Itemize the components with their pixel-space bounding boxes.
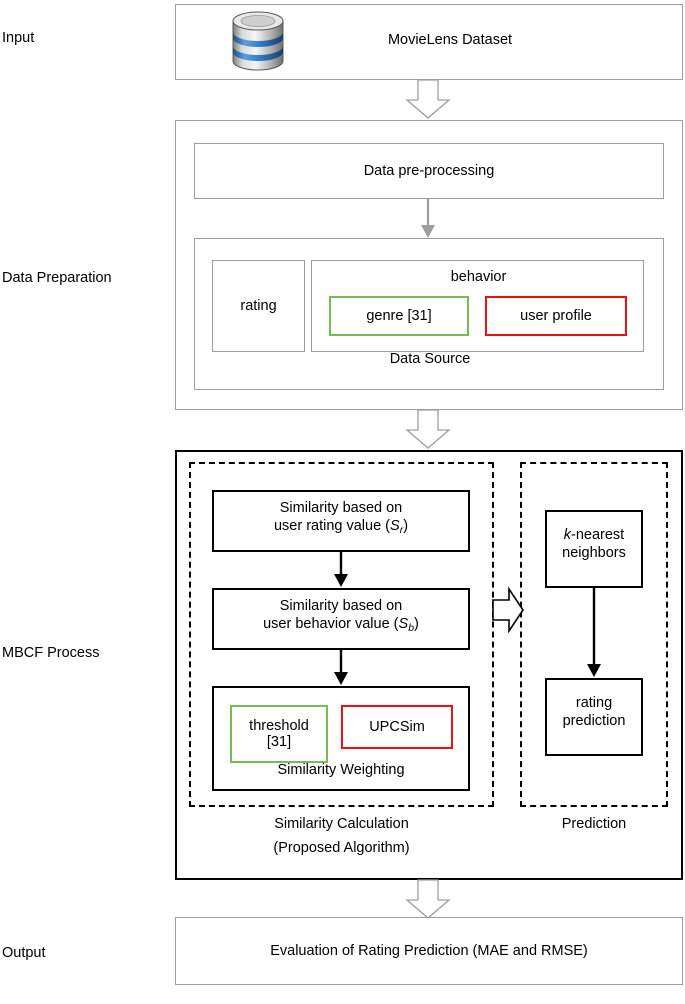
data-source-label: Data Source [389, 351, 471, 367]
data-preprocessing-box: Data pre-processing [194, 143, 664, 199]
genre-box: genre [31] [329, 296, 469, 336]
arrow-preparation-to-mbcf [404, 409, 452, 450]
row-label-input: Input [2, 30, 35, 46]
arrow-knn-to-rating-prediction [585, 588, 603, 678]
similarity-rating-line2: user rating value (Sr) [214, 518, 468, 536]
threshold-label-line2: [31] [266, 734, 292, 750]
similarity-behavior-line2-post: ) [414, 616, 419, 632]
similarity-calculation-group [189, 462, 494, 807]
similarity-behavior-subscript: b [408, 621, 415, 634]
similarity-behavior-line1: Similarity based on [279, 598, 403, 614]
arrow-rating-to-behavior [332, 552, 350, 588]
behavior-label: behavior [450, 269, 507, 285]
similarity-rating-box: Similarity based on user rating value (S… [212, 490, 470, 552]
input-dataset-label: MovieLens Dataset [387, 32, 513, 48]
output-block: Evaluation of Rating Prediction (MAE and… [175, 917, 683, 985]
knn-box: k-nearest neighbors [545, 510, 643, 588]
similarity-weighting-label: Similarity Weighting [277, 762, 405, 778]
knn-line1-post: -nearest [571, 527, 625, 543]
row-label-output: Output [2, 945, 46, 961]
similarity-rating-subscript: r [399, 523, 404, 536]
arrow-similarity-to-prediction [492, 586, 525, 634]
threshold-box: threshold [31] [230, 705, 328, 763]
similarity-rating-line2-pre: user rating value ( [273, 518, 391, 534]
user-profile-label: user profile [520, 308, 592, 324]
rating-prediction-line1: rating [575, 695, 613, 711]
upcsim-label: UPCSim [369, 719, 425, 735]
database-cylinder-icon [228, 10, 288, 72]
similarity-rating-line1: Similarity based on [279, 500, 403, 516]
similarity-rating-symbol: S [390, 518, 400, 534]
similarity-rating-line2-post: ) [403, 518, 409, 534]
similarity-calculation-caption-line1: Similarity Calculation [274, 816, 409, 832]
prediction-group [520, 462, 668, 807]
similarity-calculation-caption-line2: (Proposed Algorithm) [273, 840, 410, 856]
similarity-behavior-line2: user behavior value (Sb) [214, 616, 468, 634]
prediction-caption: Prediction [561, 816, 627, 832]
threshold-label-line1: threshold [249, 718, 309, 734]
row-label-data-preparation: Data Preparation [2, 270, 112, 286]
rating-box: rating [212, 260, 305, 352]
knn-k-symbol: k [563, 527, 572, 543]
output-evaluation-label: Evaluation of Rating Prediction (MAE and… [270, 943, 588, 959]
knn-line1: k-nearest [547, 527, 641, 543]
data-preprocessing-label: Data pre-processing [363, 163, 495, 179]
similarity-behavior-box: Similarity based on user behavior value … [212, 588, 470, 650]
row-label-mbcf-process: MBCF Process [2, 645, 100, 661]
rating-prediction-line2: prediction [562, 713, 626, 729]
arrow-mbcf-to-output [404, 879, 452, 920]
knn-line2: neighbors [562, 545, 626, 561]
arrow-behavior-to-weighting [332, 650, 350, 686]
rating-prediction-box: rating prediction [545, 678, 643, 756]
arrow-preprocessing-to-datasource [419, 199, 437, 239]
user-profile-box: user profile [485, 296, 627, 336]
similarity-behavior-symbol: S [398, 616, 409, 632]
similarity-behavior-line2-pre: user behavior value ( [263, 616, 399, 632]
rating-label: rating [240, 298, 277, 314]
genre-label: genre [31] [366, 308, 432, 324]
arrow-input-to-preparation [404, 79, 452, 120]
upcsim-box: UPCSim [341, 705, 453, 749]
